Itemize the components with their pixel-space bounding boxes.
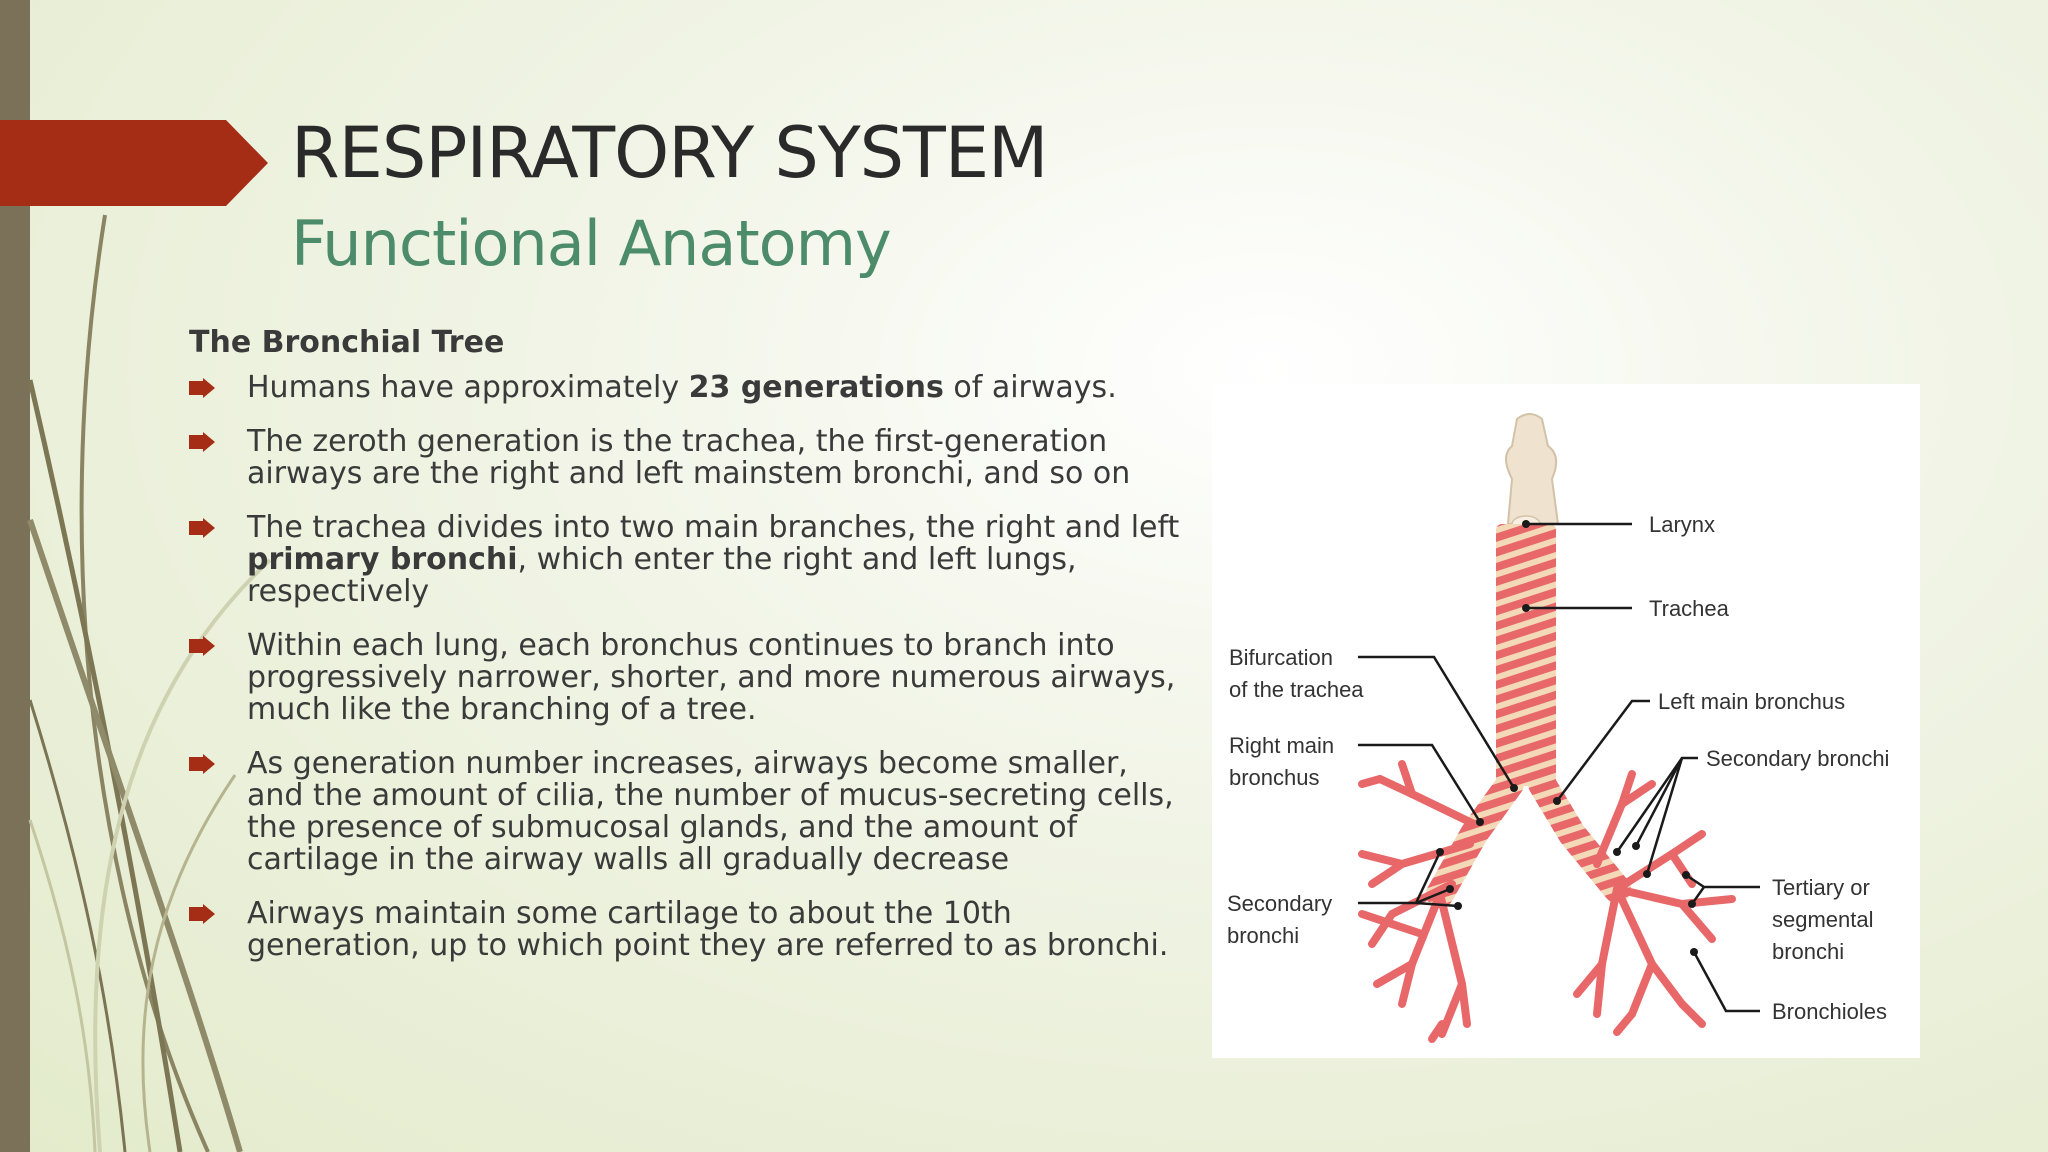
label-right-main-bronchus-2: bronchus	[1229, 765, 1320, 790]
trachea-shape	[1496, 524, 1556, 786]
label-secondary-bronchi-left: Secondary	[1227, 891, 1332, 916]
label-tertiary: Tertiary or	[1772, 875, 1870, 900]
bullet-list: Humans have approximately 23 generations…	[189, 372, 1189, 984]
bullet-item: Humans have approximately 23 generations…	[189, 372, 1189, 404]
right-lung-branches	[1358, 760, 1478, 1043]
label-bifurcation-2: of the trachea	[1229, 677, 1364, 702]
label-tertiary-3: bronchi	[1772, 939, 1844, 964]
label-tertiary-2: segmental	[1772, 907, 1874, 932]
label-secondary-bronchi-right: Secondary bronchi	[1706, 746, 1889, 771]
bullet-text: of airways.	[943, 370, 1117, 405]
bullet-item: Airways maintain some cartilage to about…	[189, 898, 1189, 962]
section-heading: The Bronchial Tree	[189, 325, 505, 360]
label-bifurcation: Bifurcation	[1229, 645, 1333, 670]
left-lung-branches	[1573, 770, 1736, 1036]
bullet-text: Within each lung, each bronchus continue…	[247, 628, 1176, 727]
bullet-text: Airways maintain some cartilage to about…	[247, 896, 1169, 963]
bullet-emphasis: 23 generations	[688, 370, 944, 405]
arrow-bullet-icon	[189, 636, 215, 656]
label-left-main-bronchus: Left main bronchus	[1658, 689, 1845, 714]
bullet-item: Within each lung, each bronchus continue…	[189, 630, 1189, 726]
bullet-text: The trachea divides into two main branch…	[247, 510, 1180, 545]
arrow-bullet-icon	[189, 754, 215, 774]
bullet-text: , which enter the right and left lungs, …	[247, 542, 1077, 609]
arrow-bullet-icon	[189, 432, 215, 452]
slide-title: RESPIRATORY SYSTEM	[291, 112, 1048, 194]
bullet-text: The zeroth generation is the trachea, th…	[247, 424, 1131, 491]
label-bronchioles: Bronchioles	[1772, 999, 1887, 1024]
bronchi-shapes	[1426, 770, 1631, 908]
bullet-item: As generation number increases, airways …	[189, 748, 1189, 876]
label-trachea: Trachea	[1649, 596, 1730, 621]
label-larynx: Larynx	[1649, 512, 1715, 537]
arrow-bullet-icon	[189, 378, 215, 398]
bronchial-tree-illustration: Larynx Trachea Bifurcation of the trache…	[1227, 413, 1889, 1043]
title-accent-arrow	[0, 120, 268, 206]
label-right-main-bronchus: Right main	[1229, 733, 1334, 758]
label-secondary-bronchi-left-2: bronchi	[1227, 923, 1299, 948]
bullet-emphasis: primary bronchi	[247, 542, 518, 577]
bullet-item: The trachea divides into two main branch…	[189, 512, 1189, 608]
arrow-bullet-icon	[189, 904, 215, 924]
bullet-text: As generation number increases, airways …	[247, 746, 1174, 877]
larynx-shape	[1505, 413, 1560, 533]
bullet-item: The zeroth generation is the trachea, th…	[189, 426, 1189, 490]
slide-subtitle: Functional Anatomy	[291, 207, 892, 280]
decorative-swooshes	[27, 214, 272, 1152]
arrow-bullet-icon	[189, 518, 215, 538]
label-leader-lines	[1358, 520, 1760, 1013]
bullet-text: Humans have approximately	[247, 370, 689, 405]
bronchial-tree-figure: Larynx Trachea Bifurcation of the trache…	[1212, 384, 1920, 1058]
